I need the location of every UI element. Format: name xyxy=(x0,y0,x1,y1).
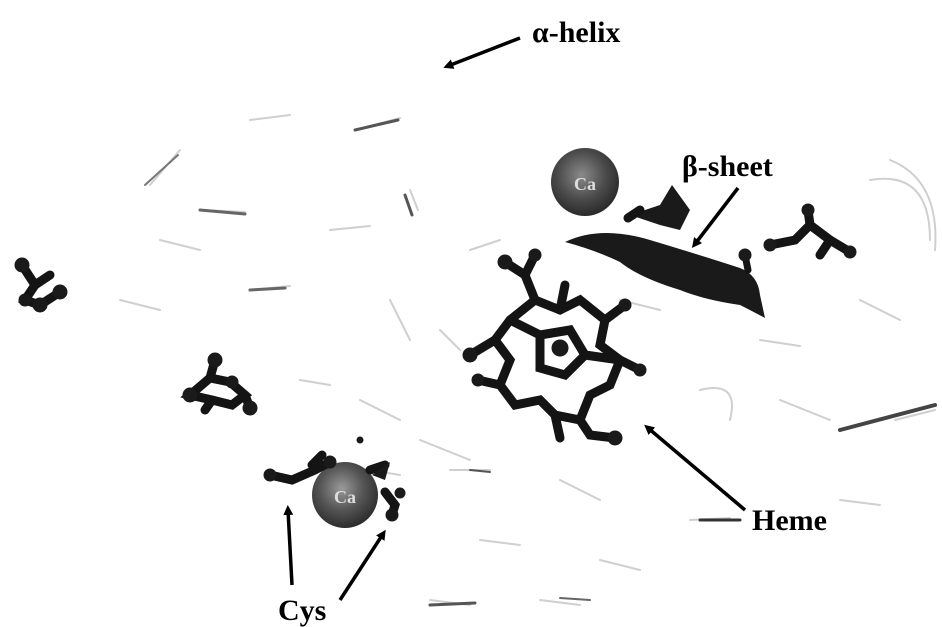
beta-sheet-ribbon xyxy=(565,233,765,318)
alpha-helix-label: α-helix xyxy=(532,16,620,49)
heme-arrow xyxy=(648,428,745,510)
heme-molecule xyxy=(463,249,646,445)
calcium-atom-upper: Ca xyxy=(551,148,619,216)
ligand-cluster-middle xyxy=(183,353,257,415)
ligand-cluster-left xyxy=(15,258,67,312)
heme-label: Heme xyxy=(752,504,827,537)
cys-arrow-left xyxy=(288,510,292,585)
ca-lower-label: Ca xyxy=(334,487,356,507)
alpha-helix-arrow xyxy=(448,38,520,66)
ligand-y-shape xyxy=(628,185,690,230)
cys-arrow-right xyxy=(340,534,383,600)
ligand-cluster-right xyxy=(764,204,856,258)
ca-upper-label: Ca xyxy=(574,174,596,194)
beta-sheet-label: β-sheet xyxy=(682,150,773,183)
beta-sheet-arrow xyxy=(695,188,738,244)
cys-label: Cys xyxy=(278,594,326,627)
